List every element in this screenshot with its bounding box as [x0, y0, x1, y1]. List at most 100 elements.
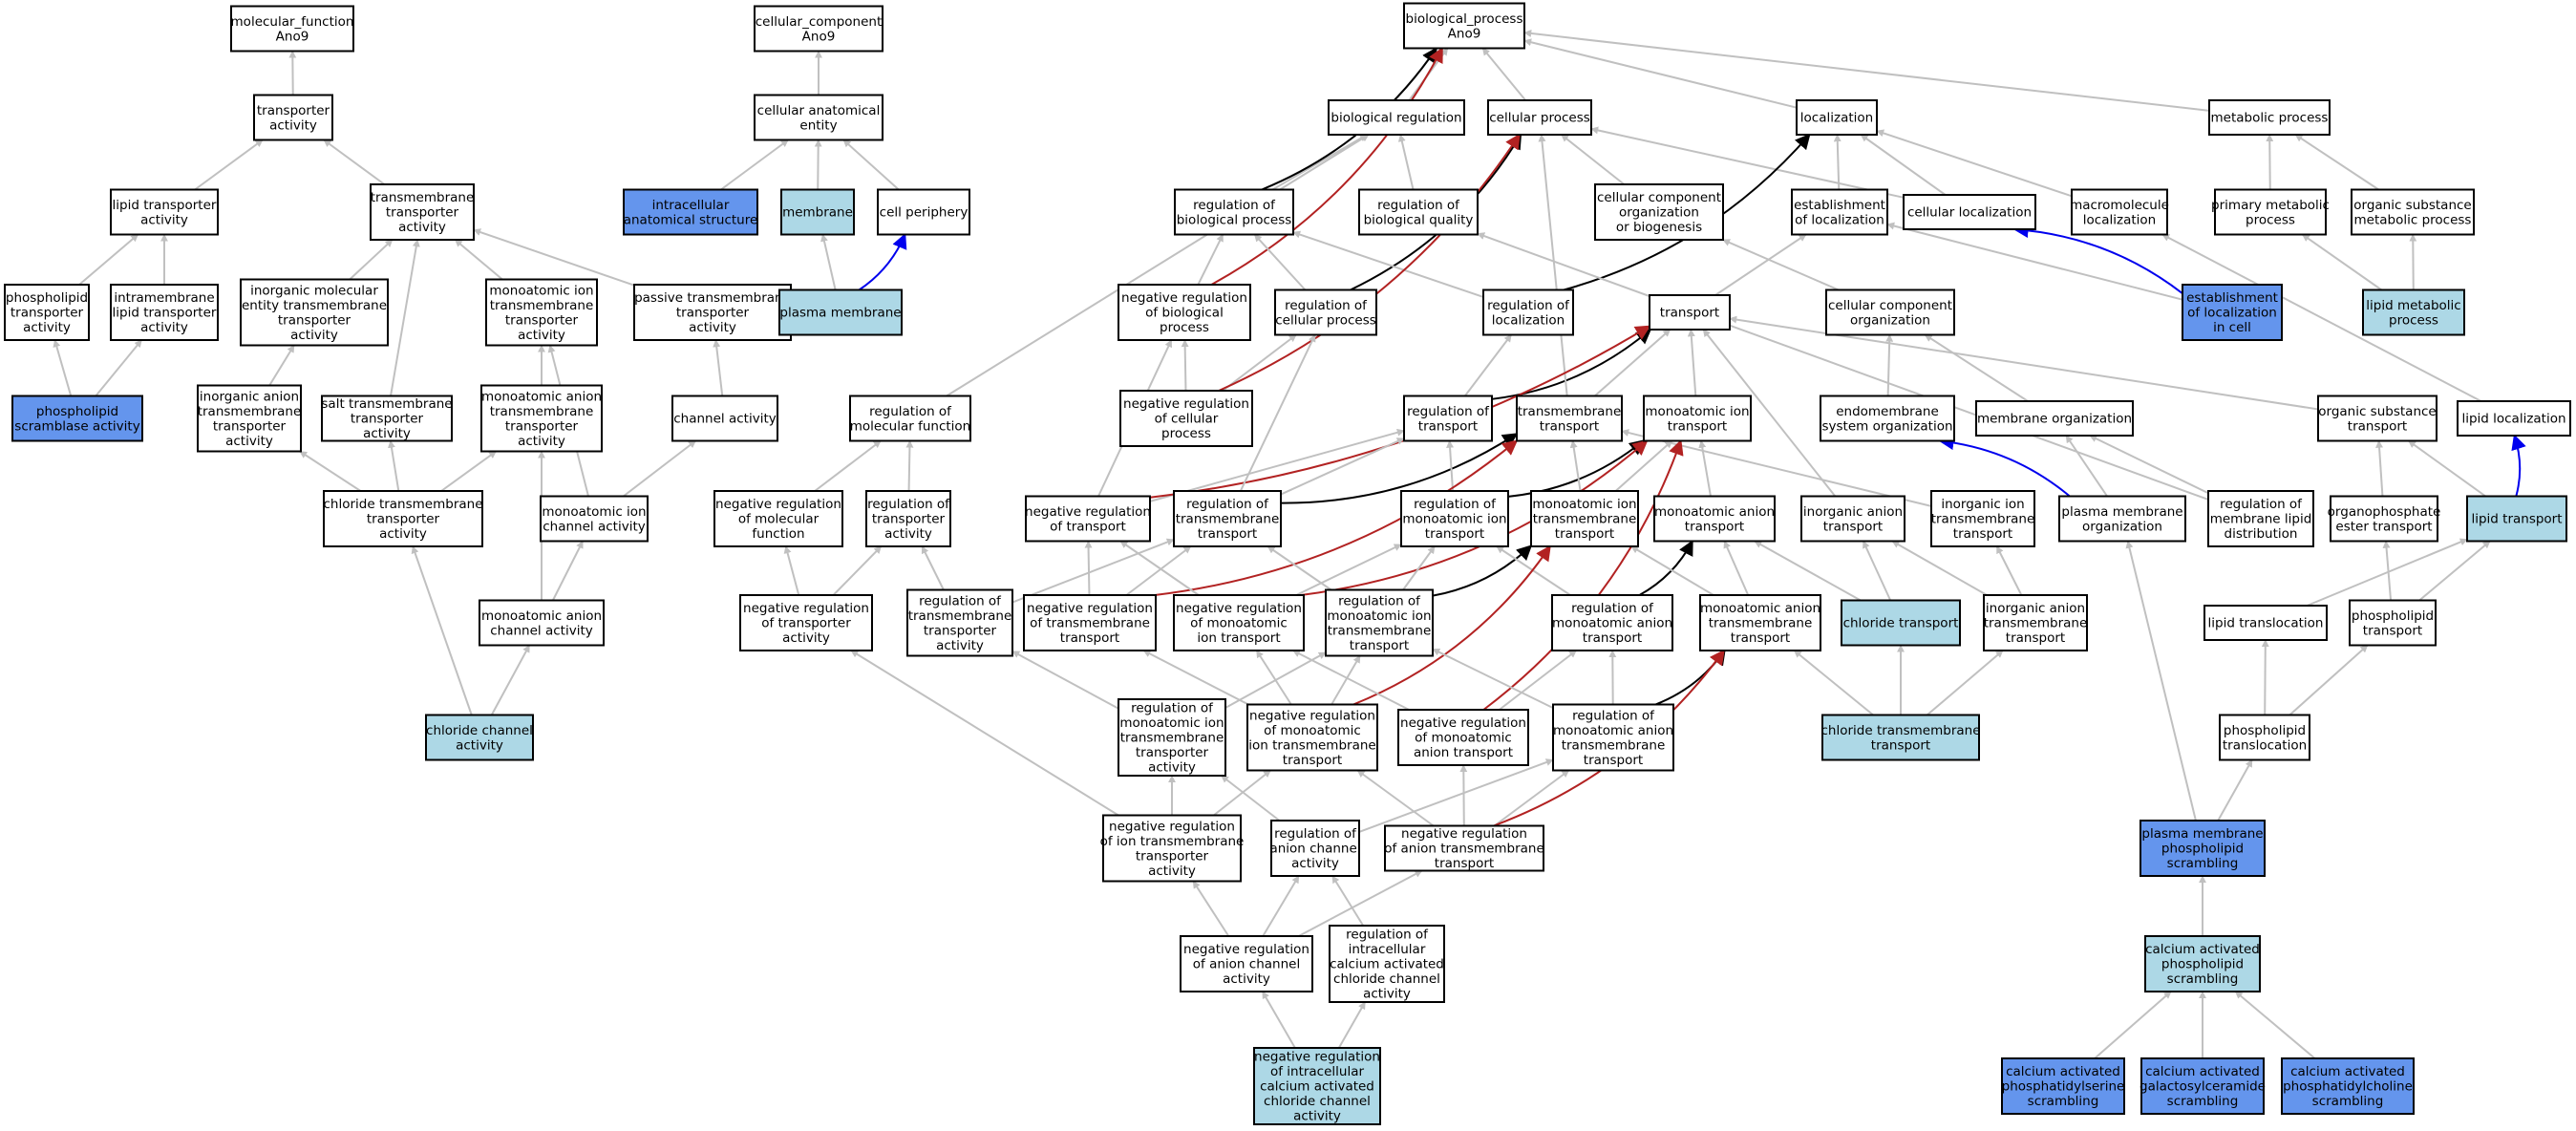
edge-reg_cell_process-to-reg_bio_process [1253, 233, 1307, 291]
node-channel-activity[interactable]: channel activity [671, 395, 778, 442]
node-cell-periphery[interactable]: cell periphery [877, 188, 970, 236]
edge-line [1885, 333, 1894, 396]
node-chloride-transport[interactable]: chloride transport [1841, 599, 1961, 647]
node-localization[interactable]: localization [1796, 99, 1878, 136]
node-monoatomic-ion-tm-tr-act[interactable]: monoatomic iontransmembranetransporterac… [485, 278, 598, 347]
edge-line [490, 644, 531, 715]
node-ca-galcer-scrambling[interactable]: calcium activatedgalactosylceramidescram… [2140, 1057, 2266, 1115]
node-lipid-translocation[interactable]: lipid translocation [2203, 605, 2328, 641]
node-metabolic-process[interactable]: metabolic process [2208, 99, 2331, 136]
node-label-line: phospholipid [2224, 723, 2306, 738]
node-membrane[interactable]: membrane [780, 188, 855, 236]
node-label-line: monoatomic anion [1553, 723, 1673, 738]
node-membrane-org[interactable]: membrane organization [1975, 400, 2134, 437]
node-monoatomic-anion-tm-tr-act[interactable]: monoatomic aniontransmembranetransporter… [480, 384, 603, 453]
node-cell-localization[interactable]: cellular localization [1903, 194, 2036, 230]
node-reg-tm-transporter-act[interactable]: regulation oftransmembranetransporteract… [906, 588, 1013, 657]
node-cell-process[interactable]: cellular process [1487, 99, 1592, 136]
node-lipid-transport[interactable]: lipid transport [2466, 495, 2567, 543]
node-plasma-membrane[interactable]: plasma membrane [778, 288, 903, 336]
edge-chloride_transport-to-monoatomic_anion_transport [1754, 540, 1862, 602]
node-inorg-anion-tm-tr-act[interactable]: inorganic aniontransmembranetransportera… [197, 384, 302, 453]
node-lipid-localization[interactable]: lipid localization [2457, 400, 2571, 437]
node-ca-pc-scrambling[interactable]: calcium activatedphosphatidylcholinescra… [2281, 1057, 2415, 1115]
node-transport[interactable]: transport [1649, 294, 1731, 331]
node-chloride-tm-tr-act[interactable]: chloride transmembranetransporteractivit… [323, 490, 483, 547]
node-bio-reg[interactable]: biological regulation [1328, 99, 1465, 136]
node-ca-ps-scrambling[interactable]: calcium activatedphosphatidylserinescram… [2001, 1057, 2125, 1115]
